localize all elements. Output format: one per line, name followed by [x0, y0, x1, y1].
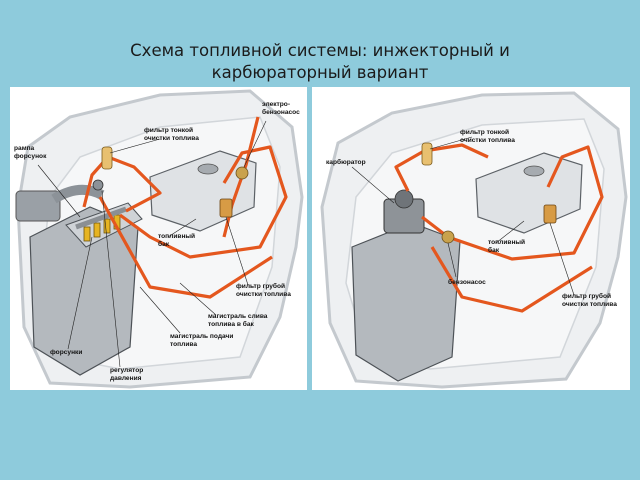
label-fuel-tank-left: топливный бак — [158, 233, 196, 248]
intake-pipe — [51, 184, 105, 204]
injector-3 — [103, 218, 111, 234]
supply-line-lower — [98, 196, 273, 299]
lower-line-right — [430, 246, 593, 313]
slide-title-line-1: Схема топливной системы: инжекторный и — [130, 41, 510, 60]
fuel-pump-body — [441, 230, 455, 244]
fuel-lines — [82, 116, 288, 299]
label-return-line: магистраль слива топлива в бак — [208, 313, 268, 328]
tank-filler-right — [523, 165, 545, 177]
carburetor-diagram-drawing — [320, 91, 628, 389]
coarse-filter-body — [219, 198, 233, 218]
slide-title: Схема топливной системы: инжекторный и к… — [60, 40, 580, 84]
leader-lines — [37, 120, 267, 368]
injector-1 — [83, 226, 91, 242]
label-injectors: форсунки — [50, 349, 83, 356]
fuel-rail — [75, 206, 127, 230]
label-coarse-filter-right: фильтр грубой очистки топлива — [562, 293, 617, 308]
leader-lines-right — [351, 136, 575, 296]
supply-line-right — [421, 145, 604, 261]
injector-2 — [93, 222, 101, 238]
label-electric-pump: электро- бензонасос — [262, 101, 300, 116]
label-supply-line: магистраль подачи топлива — [170, 333, 234, 348]
injector-diagram-drawing — [15, 89, 304, 389]
engine-block — [29, 206, 139, 376]
fine-filter-body-right — [421, 142, 433, 166]
label-carburetor: карбюратор — [326, 159, 366, 166]
tank-filler — [197, 163, 219, 175]
label-fuel-rail: рампа форсунок — [14, 145, 47, 160]
slide-title-line-2: карбюраторный вариант — [211, 63, 429, 82]
label-coarse-filter-left: фильтр грубой очистки топлива — [236, 283, 291, 298]
return-line — [119, 145, 288, 259]
carburetor-top — [394, 189, 414, 209]
engine-block-right — [351, 222, 461, 382]
injector-diagram-panel: рампа форсунок фильтр тонкой очистки топ… — [10, 87, 307, 390]
injectors-row — [83, 214, 121, 242]
carburetor-diagram-panel: фильтр тонкой очистки топлива карбюратор… — [312, 87, 630, 390]
label-fine-filter-right: фильтр тонкой очистки топлива — [460, 129, 515, 144]
label-fuel-tank-right: топливный бак — [488, 239, 526, 254]
label-pressure-regulator: регулятор давления — [110, 367, 144, 382]
pump-line — [222, 116, 260, 238]
fine-filter-body — [101, 146, 113, 170]
label-fine-filter-left: фильтр тонкой очистки топлива — [144, 127, 199, 142]
coarse-filter-body-right — [543, 204, 557, 224]
supply-line — [82, 155, 162, 213]
label-fuel-pump: бензонасос — [448, 279, 486, 286]
air-filter-box — [15, 190, 61, 222]
pressure-regulator-body — [92, 179, 104, 191]
electric-pump-body — [235, 166, 249, 180]
